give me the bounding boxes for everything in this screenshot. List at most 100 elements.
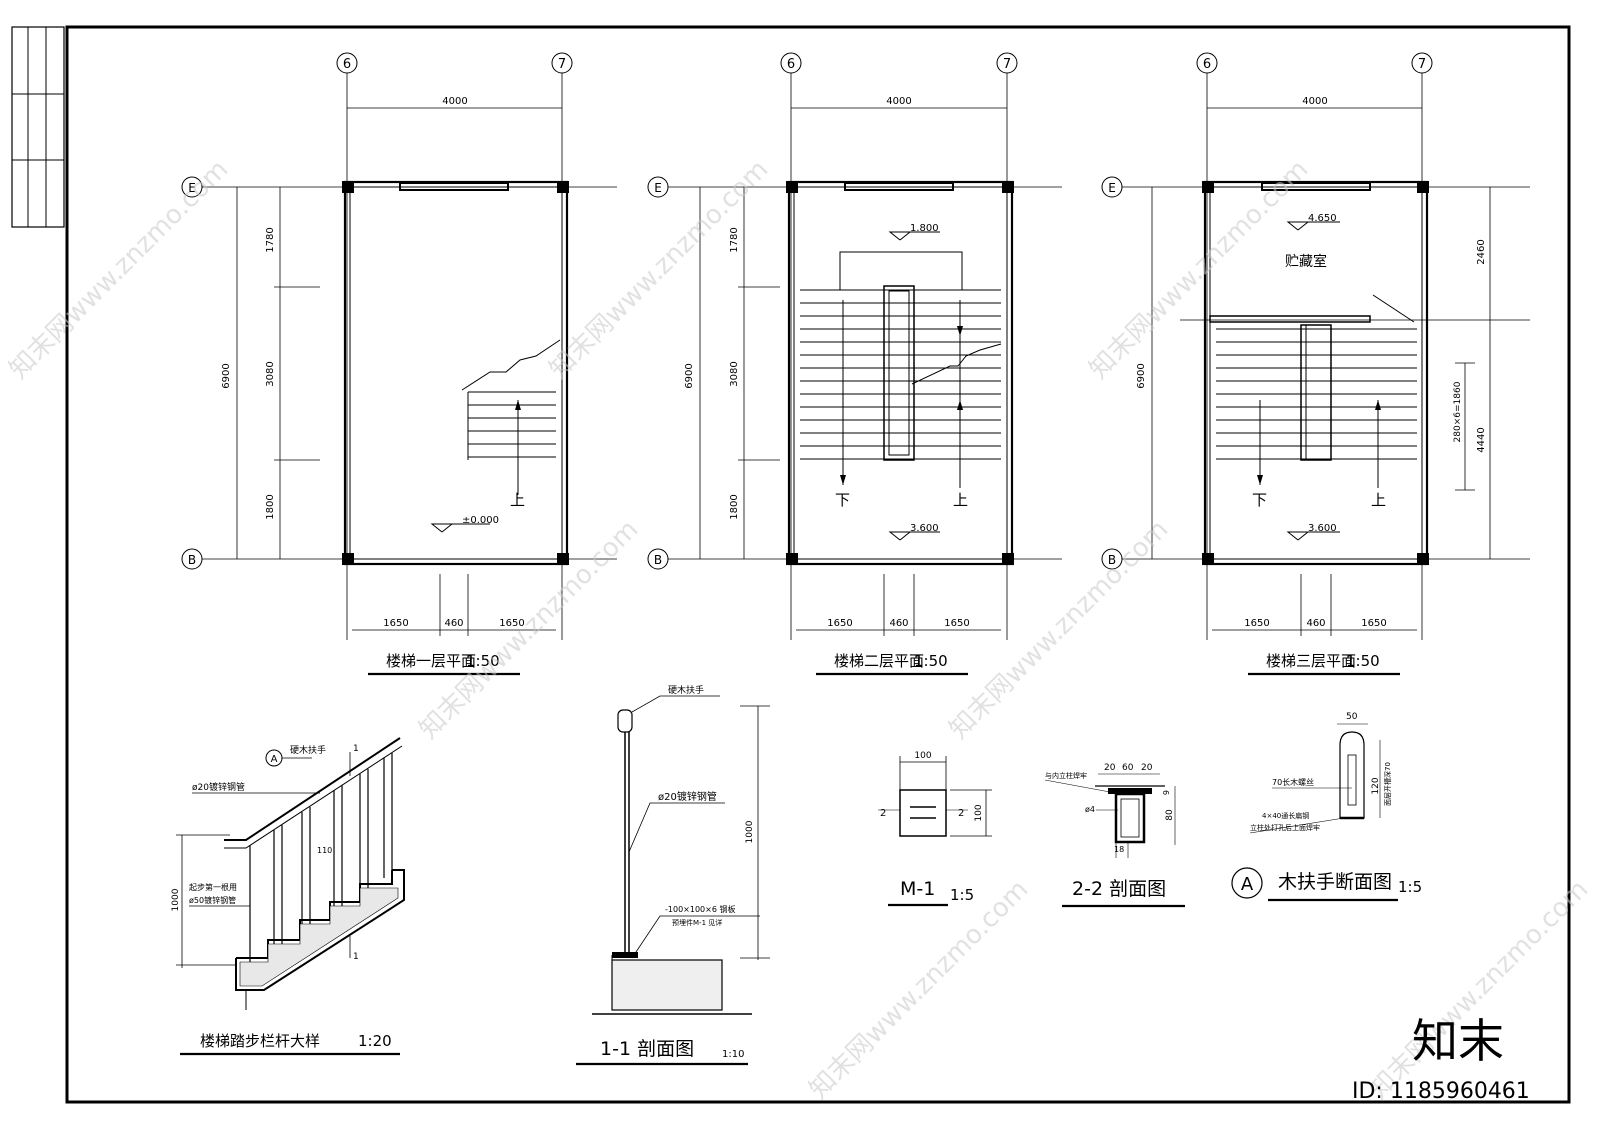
id-watermark: ID: 1185960461 — [1352, 1079, 1530, 1104]
plan-title: 楼梯一层平面 — [386, 652, 476, 670]
dim-text: 20 — [1104, 763, 1116, 773]
axis-label: 7 — [558, 57, 566, 72]
detail-title: 1-1 剖面图 — [600, 1038, 694, 1060]
down-label: 下 — [1252, 491, 1267, 509]
dim-text: 2460 — [1476, 239, 1487, 264]
axis-label: 6 — [343, 57, 351, 72]
watermark: 知末网www.znzmo.com — [4, 154, 235, 385]
plan-floor-2: 6 7 E B 4000 6900 1780 3080 1800 — [647, 52, 1062, 676]
dim-text: 1000 — [171, 888, 181, 911]
title-strip — [11, 26, 65, 228]
annotation: 硬木扶手 — [668, 684, 704, 696]
dim-text: 1000 — [745, 820, 755, 843]
detail-scale: 1:5 — [1398, 878, 1422, 896]
plan-floor-1: 6 7 E B 4000 6900 1780 3080 1800 — [181, 52, 617, 676]
annotation: 4×40通长扁钢 — [1262, 811, 1309, 820]
stair-wall — [343, 180, 569, 566]
dim-text: 20 — [1141, 763, 1153, 773]
dim-text: 6 — [1161, 790, 1170, 795]
detail-title: 楼梯踏步栏杆大样 — [200, 1032, 320, 1050]
annotation: ø20镀锌钢管 — [658, 790, 717, 803]
dim-text: 4000 — [1302, 96, 1327, 107]
embed-m1: 100 100 2 2 M-1 1:5 — [878, 751, 992, 907]
dim-text: 460 — [1306, 618, 1325, 629]
axis-label: E — [654, 181, 662, 195]
dim-text: 60 — [1122, 763, 1134, 773]
dim-text: 50 — [1346, 712, 1358, 722]
detail-marker — [1231, 867, 1263, 899]
axis-label: 7 — [1418, 57, 1426, 72]
up-label: 上 — [1371, 491, 1386, 509]
dim-text: 4000 — [886, 96, 911, 107]
dim-text: 18 — [1114, 845, 1124, 854]
elevation-mark: 3.600 — [910, 523, 939, 534]
dim-text: 460 — [444, 618, 463, 629]
dim-text: 2 — [880, 808, 886, 819]
section-mark: 1 — [353, 744, 359, 754]
dim-text: 1800 — [729, 494, 740, 519]
section-mark: 1 — [353, 952, 359, 962]
annotation: 硬木扶手 — [290, 744, 326, 756]
door-swing — [1372, 294, 1415, 323]
axis-label: 7 — [1003, 57, 1011, 72]
axis-label: B — [654, 553, 662, 567]
marker-label: A — [271, 754, 278, 765]
stair-flight — [461, 339, 561, 495]
detail-title: 木扶手断面图 — [1278, 871, 1392, 893]
dim-text: 1650 — [944, 618, 969, 629]
section-2-2: 与内立柱焊牢 20 60 20 6 80 ø4 18 2-2 剖面图 — [1044, 763, 1185, 908]
annotation: 70长木螺丝 — [1272, 777, 1314, 787]
stair-well — [1300, 324, 1332, 461]
dim-text: 1650 — [383, 618, 408, 629]
axis-label: B — [1108, 553, 1116, 567]
watermark: 知末网www.znzmo.com — [804, 874, 1035, 1105]
elevation-mark: 1.800 — [910, 223, 939, 234]
plan-floor-3: 6 7 E B 4000 贮藏室 4.650 — [1101, 52, 1530, 676]
detail-title: 2-2 剖面图 — [1072, 878, 1166, 900]
dim-text: 1650 — [1361, 618, 1386, 629]
annotation: 面层开槽深70 — [1383, 762, 1392, 806]
up-label: 上 — [510, 491, 525, 509]
plate — [899, 789, 947, 837]
dim-text: 460 — [889, 618, 908, 629]
brand-watermark: 知末 — [1412, 1014, 1504, 1068]
axis-label: E — [1108, 181, 1116, 195]
axis-label: E — [188, 181, 196, 195]
partition-wall — [1209, 315, 1371, 323]
stair-flight — [1216, 324, 1417, 488]
handrail-profile — [617, 709, 633, 733]
annotation: -100×100×6 钢板 — [665, 904, 735, 914]
dim-text: 2 — [958, 808, 964, 819]
stair-flight — [800, 285, 1002, 488]
plan-scale: 1:50 — [466, 652, 500, 670]
watermark: 知末网www.znzmo.com — [1364, 874, 1595, 1105]
dim-text: 6900 — [221, 363, 232, 388]
dim-text: 100 — [914, 751, 931, 761]
elevation-mark: 3.600 — [1308, 523, 1337, 534]
plan-scale: 1:50 — [914, 652, 948, 670]
dim-text: 1800 — [265, 494, 276, 519]
down-label: 下 — [835, 491, 850, 509]
railing-detail: A 硬木扶手 1 1 ø20镀锌钢管 110 起步第一根用 ø50镀锌钢管 10… — [171, 737, 405, 1056]
section-1-1: 硬木扶手 ø20镀锌钢管 -100×100×6 钢板 预埋件M-1 见详 100… — [576, 684, 770, 1066]
stair-well — [883, 285, 915, 461]
elevation-mark: ±0.000 — [462, 515, 499, 526]
annotation: 预埋件M-1 见详 — [672, 918, 722, 927]
dim-text: 3080 — [729, 361, 740, 386]
plan-title: 楼梯三层平面 — [1266, 652, 1356, 670]
elevation-mark: 4.650 — [1308, 213, 1337, 224]
wood-profile — [1339, 731, 1365, 819]
plan-scale: 1:50 — [1346, 652, 1380, 670]
dim-text: 280×6=1860 — [1453, 381, 1463, 442]
dim-text: 6900 — [684, 363, 695, 388]
up-label: 上 — [953, 491, 968, 509]
dim-text: 1650 — [1244, 618, 1269, 629]
detail-scale: 1:10 — [722, 1049, 744, 1060]
plan-title: 楼梯二层平面 — [834, 652, 924, 670]
annotation: 与内立柱焊牢 — [1045, 771, 1087, 780]
detail-scale: 1:20 — [358, 1032, 392, 1050]
window — [844, 182, 954, 191]
dim-text: 3080 — [265, 361, 276, 386]
sheet-border — [65, 25, 1571, 1104]
